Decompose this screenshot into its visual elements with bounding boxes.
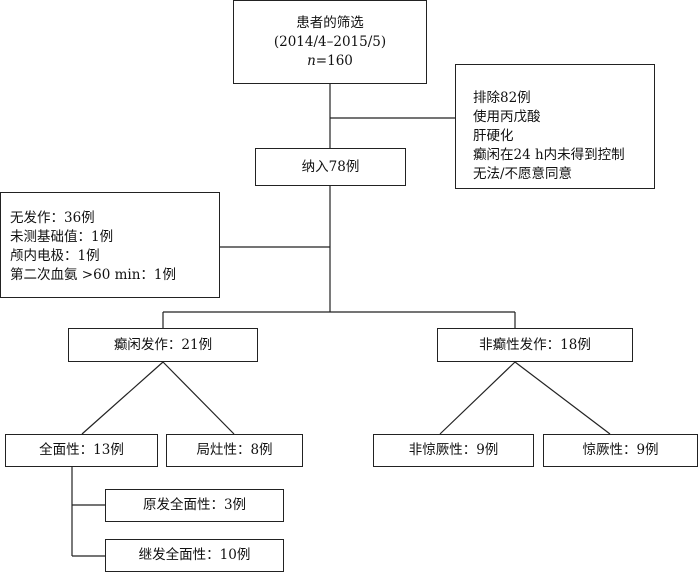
non-syncope-box: 非惊厥性：9例 [373, 434, 534, 467]
screening-count: n=160 [307, 52, 353, 71]
non-epileptic-label: 非癫性发作：18例 [479, 336, 591, 353]
focal-box: 局灶性：8例 [166, 434, 303, 467]
line-epileptic-to-generalized [81, 361, 164, 435]
exclusion-line: 肝硬化 [473, 128, 514, 144]
epileptic-label: 癫闲发作：21例 [113, 336, 213, 353]
no-seizure-line: 颅内电极：1例 [10, 248, 100, 264]
generalized-label: 全面性：13例 [39, 442, 124, 458]
exclusion-line: 癫闲在24 h内未得到控制 [473, 147, 625, 163]
line-epileptic-to-focal [162, 361, 235, 435]
no-seizure-line: 第二次血氨 >60 min：1例 [10, 267, 176, 283]
exclusion-box: 排除82例 使用丙戊酸 肝硬化 癫闲在24 h内未得到控制 无法/不愿意同意 [455, 64, 655, 189]
no-seizure-line: 未测基础值：1例 [10, 229, 114, 245]
screening-title: 患者的筛选 [296, 14, 364, 31]
non-syncope-label: 非惊厥性：9例 [408, 442, 499, 458]
focal-label: 局灶性：8例 [196, 442, 273, 458]
generalized-box: 全面性：13例 [5, 434, 158, 467]
primary-generalized-label: 原发全面性：3例 [142, 497, 247, 513]
no-seizure-box: 无发作：36例 未测基础值：1例 颅内电极：1例 第二次血氨 >60 min：1… [0, 192, 220, 298]
primary-generalized-box: 原发全面性：3例 [105, 489, 284, 522]
exclusion-line: 排除82例 [473, 90, 531, 106]
screening-period: (2014/4–2015/5) [273, 33, 387, 50]
no-seizure-line: 无发作：36例 [10, 210, 95, 226]
screening-box: 患者的筛选 (2014/4–2015/5) n=160 [233, 0, 427, 84]
syncope-label: 惊厥性：9例 [582, 442, 659, 458]
non-epileptic-box: 非癫性发作：18例 [437, 328, 633, 362]
secondary-generalized-box: 继发全面性：10例 [105, 539, 284, 572]
exclusion-line: 使用丙戊酸 [473, 109, 541, 125]
included-box: 纳入78例 [255, 148, 406, 186]
line-nonepileptic-to-syncope [514, 361, 611, 435]
epileptic-box: 癫闲发作：21例 [68, 328, 258, 362]
exclusion-line: 无法/不愿意同意 [473, 166, 573, 182]
line-nonepileptic-to-nonsyncope [439, 361, 516, 435]
included-label: 纳入78例 [301, 158, 360, 175]
n-symbol: n [307, 52, 316, 69]
syncope-box: 惊厥性：9例 [543, 434, 698, 467]
n-value: =160 [315, 52, 353, 69]
secondary-generalized-label: 继发全面性：10例 [138, 547, 251, 563]
